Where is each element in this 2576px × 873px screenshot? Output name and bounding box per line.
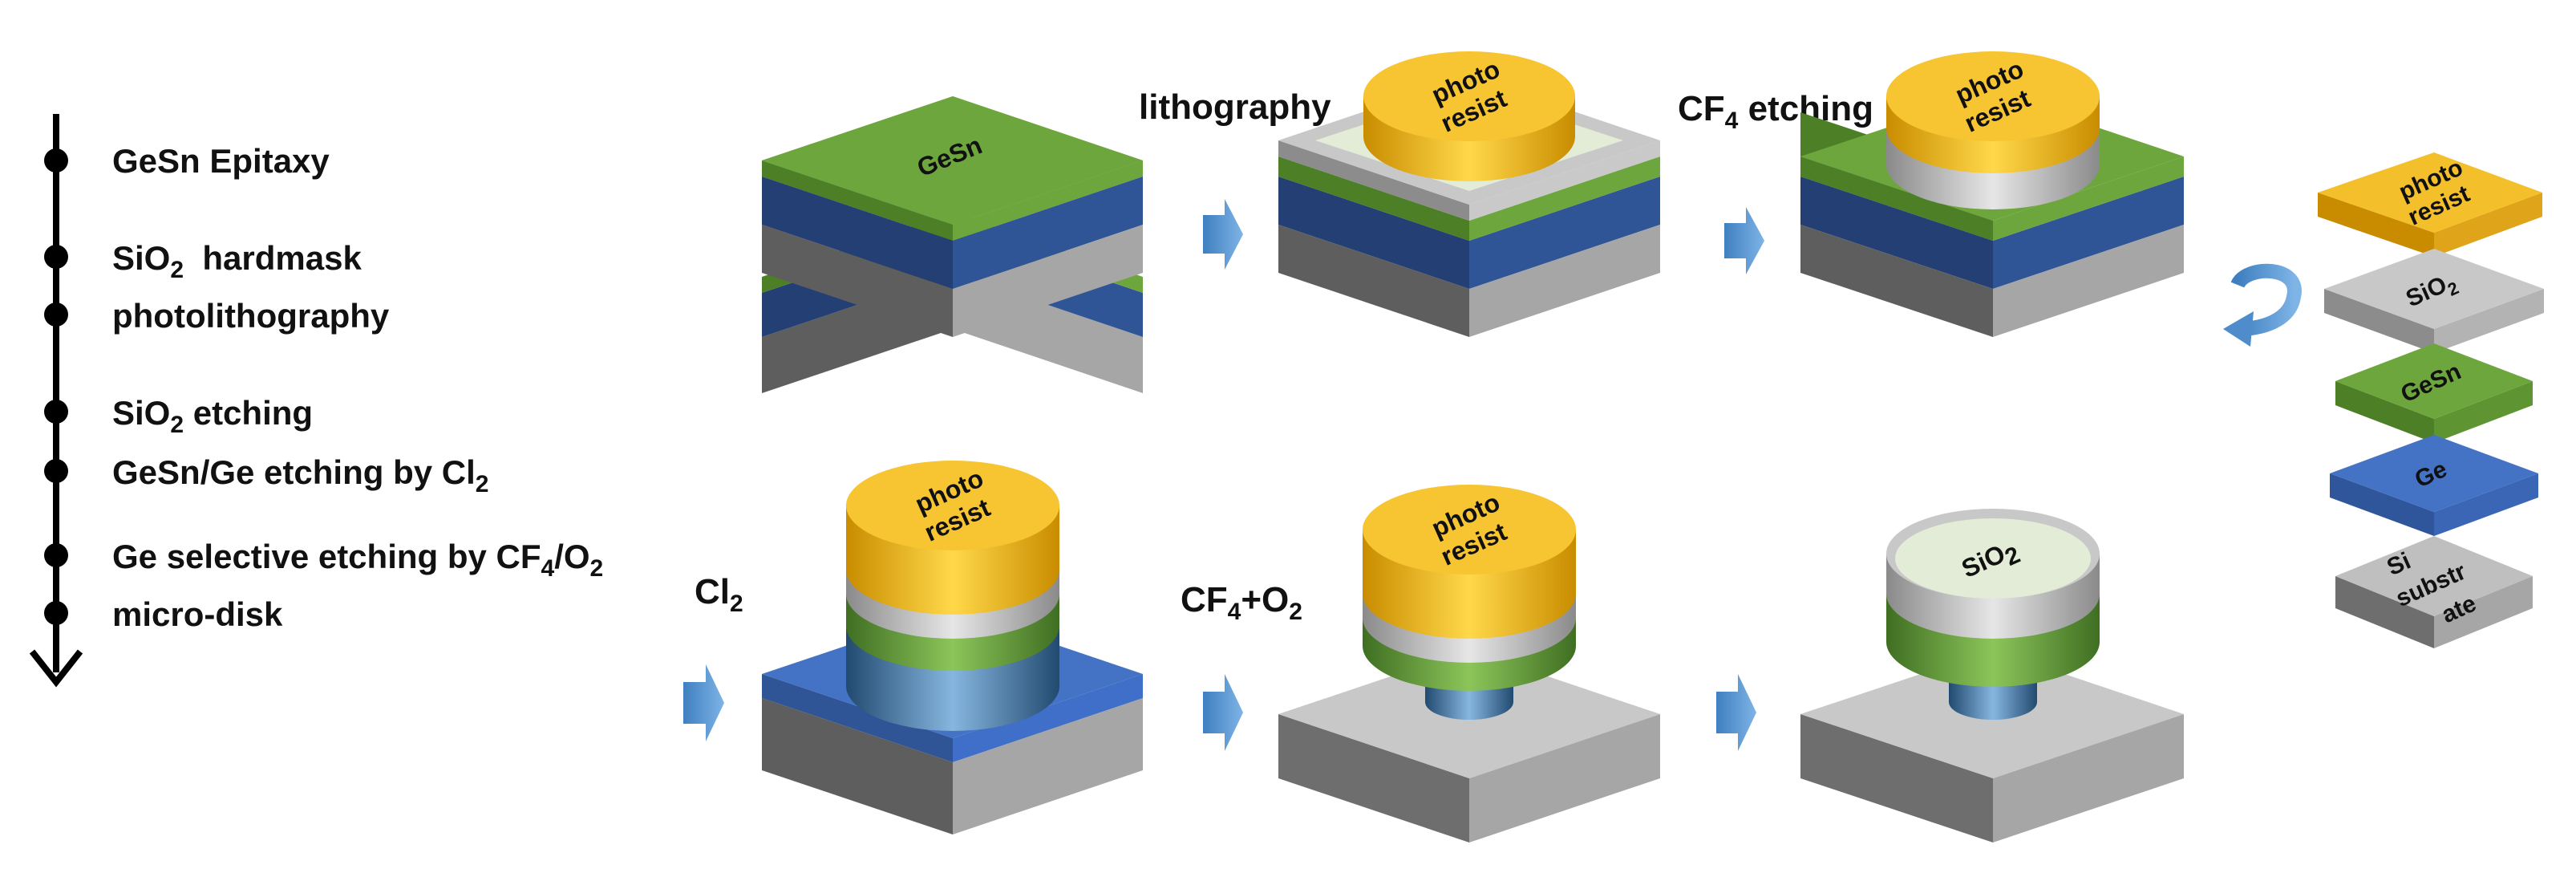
block-gesn-epitaxy: GeSn <box>762 96 1143 393</box>
step-arrow-icon <box>1203 674 1243 751</box>
timeline-step-epitaxy: GeSn Epitaxy <box>112 142 330 180</box>
timeline: GeSn Epitaxy SiO2 hardmask photolithogra… <box>29 114 603 688</box>
timeline-arrowhead-icon <box>29 649 83 688</box>
timeline-dot <box>44 148 68 173</box>
label-cf4-o2: CF4+O2 <box>1181 580 1302 625</box>
timeline-dot <box>44 303 68 327</box>
timeline-step-hardmask: SiO2 hardmask <box>112 239 362 283</box>
block-undercut-resist: photo resist <box>1278 485 1660 843</box>
timeline-dot <box>44 543 68 567</box>
label-lithography: lithography <box>1139 87 1331 127</box>
timeline-dot <box>44 245 68 269</box>
timeline-dot <box>44 400 68 424</box>
timeline-step-sio2-etching: SiO2 etching <box>112 394 313 438</box>
step-arrow-icon <box>683 664 724 741</box>
timeline-step-selective-etching: Ge selective etching by CF4/O2 <box>112 538 603 582</box>
layer-stack: photo resist SiO2 GeSn Ge Si substr ate <box>2318 152 2544 648</box>
timeline-step-cl2-etching: GeSn/Ge etching by Cl2 <box>112 453 488 497</box>
block-cf4-etched: photo resist <box>1800 51 2184 337</box>
curved-arrow-icon <box>2223 263 2302 347</box>
block-micro-disk: SiO2 <box>1800 509 2184 843</box>
timeline-dot <box>44 601 68 625</box>
label-cl2: Cl2 <box>695 572 743 617</box>
block-cl2-etched: photo resist <box>762 461 1143 834</box>
timeline-step-micro-disk: micro-disk <box>112 595 283 633</box>
timeline-step-photolithography: photolithography <box>112 297 390 335</box>
step-arrow-icon <box>1716 674 1756 751</box>
step-arrow-icon <box>1203 199 1243 270</box>
block-lithography: photo resist <box>1278 51 1660 337</box>
timeline-dot <box>44 459 68 483</box>
step-arrow-icon <box>1724 207 1764 274</box>
